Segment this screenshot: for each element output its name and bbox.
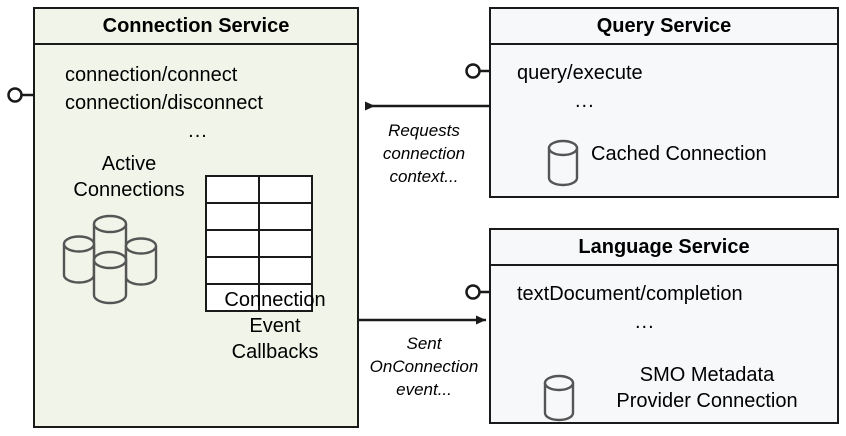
table-cell — [258, 283, 313, 312]
table-cell — [258, 202, 313, 231]
smo-metadata-provider-connection-label: SMO Metadata Provider Connection — [587, 362, 827, 414]
table-cell — [258, 256, 313, 285]
active-connections-label-line-1: Active — [101, 153, 157, 175]
query-service-operations: query/execute ... — [517, 59, 817, 115]
table-cell — [205, 229, 260, 258]
connection-event-callbacks-label: Connection Event Callbacks — [195, 287, 355, 365]
table-cell — [205, 256, 260, 285]
connection-event-callbacks-table[interactable] — [205, 175, 313, 312]
database-icon — [539, 372, 579, 429]
callbacks-label-line-2: Event — [249, 315, 301, 337]
database-stack-icon — [51, 207, 181, 316]
operation-connection-connect: connection/connect — [65, 64, 238, 86]
cached-connection-label: Cached Connection — [591, 143, 767, 165]
edge-label-sent-onconnection-event: Sent OnConnection event... — [360, 332, 488, 401]
table-cell — [205, 202, 260, 231]
edge-label-line-3: context... — [389, 167, 459, 186]
smo-label-line-1: SMO Metadata — [639, 364, 775, 386]
edge-label-line-3: event... — [396, 380, 452, 399]
database-icon — [543, 137, 583, 194]
table-row — [205, 175, 313, 204]
operation-textdocument-completion: textDocument/completion — [517, 283, 743, 305]
component-connection-service[interactable]: Connection Service connection/connect co… — [33, 7, 359, 428]
callbacks-label-line-3: Callbacks — [231, 341, 319, 363]
connection-service-ellipsis: ... — [188, 120, 208, 142]
language-service-operations: textDocument/completion ... — [517, 280, 821, 336]
operation-connection-disconnect: connection/disconnect — [65, 92, 263, 114]
connection-service-title: Connection Service — [35, 9, 357, 45]
edge-label-line-1: Requests — [388, 121, 460, 140]
query-service-ellipsis: ... — [575, 90, 595, 112]
language-service-title: Language Service — [491, 230, 837, 266]
table-cell — [205, 283, 260, 312]
table-row — [205, 256, 313, 285]
table-row — [205, 283, 313, 312]
active-connections-label: Active Connections — [49, 151, 209, 203]
edge-label-requests-connection-context: Requests connection context... — [364, 119, 484, 188]
language-service-ellipsis: ... — [635, 311, 655, 333]
smo-label-line-2: Provider Connection — [616, 390, 798, 412]
operation-query-execute: query/execute — [517, 62, 643, 84]
table-cell — [258, 229, 313, 258]
edge-label-line-2: connection — [382, 144, 466, 163]
query-service-title: Query Service — [491, 9, 837, 45]
callbacks-table-body — [205, 175, 313, 312]
edge-label-line-1: Sent — [406, 334, 442, 353]
table-row — [205, 202, 313, 231]
connection-service-operations: connection/connect connection/disconnect… — [65, 61, 331, 145]
callbacks-label-line-1: Connection — [224, 289, 326, 311]
table-row — [205, 229, 313, 258]
edge-label-line-2: OnConnection — [369, 357, 479, 376]
component-query-service[interactable]: Query Service query/execute ... Cached C… — [489, 7, 839, 198]
table-cell — [205, 175, 260, 204]
component-language-service[interactable]: Language Service textDocument/completion… — [489, 228, 839, 424]
active-connections-label-line-2: Connections — [73, 179, 185, 201]
table-cell — [258, 175, 313, 204]
